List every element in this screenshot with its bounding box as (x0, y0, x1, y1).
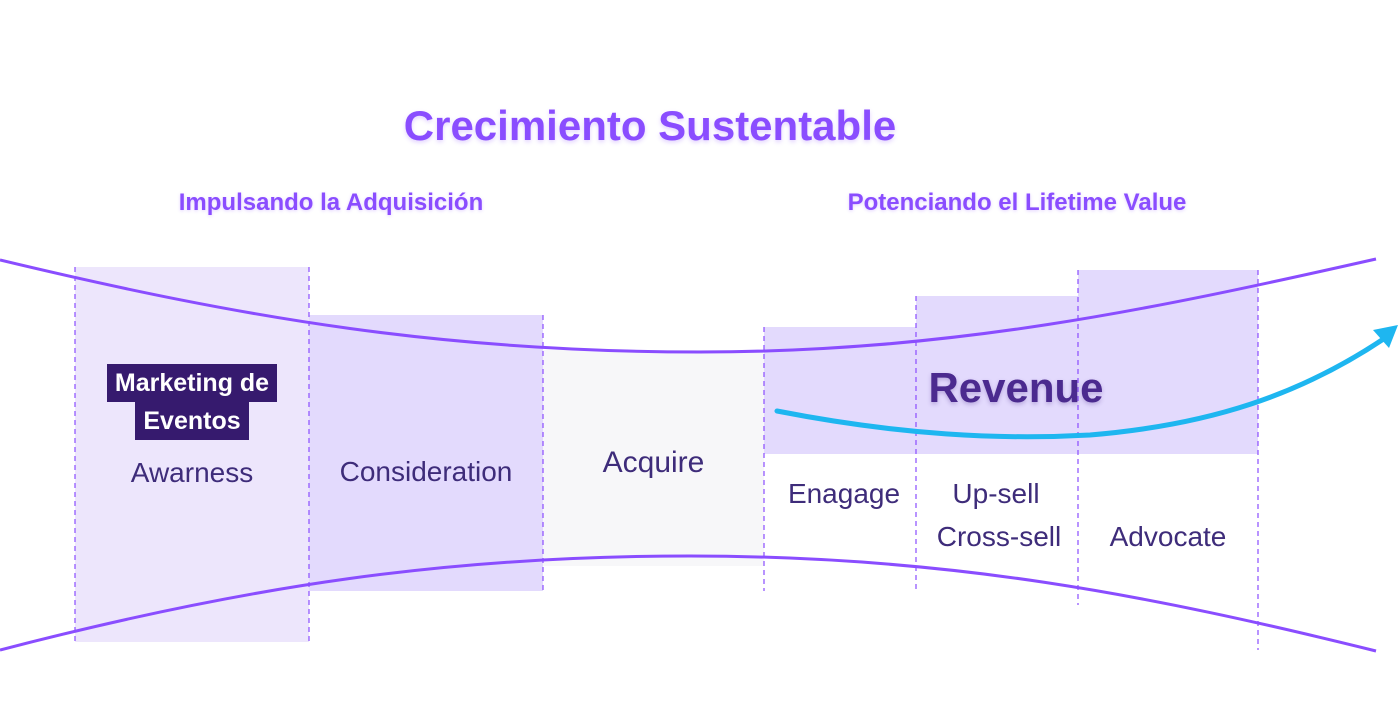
top-funnel-curve (0, 257, 1377, 354)
stage-label-consideration: Consideration (339, 456, 513, 487)
revenue-arrow-line (774, 335, 1388, 440)
stage-label-acquire: Acquire (602, 446, 705, 479)
diagram-title: Crecimiento Sustentable (403, 102, 897, 149)
events-badge-line1: Marketing de (106, 364, 278, 402)
upsell-box (916, 296, 1078, 454)
events-marketing-badge: Marketing de Eventos (92, 364, 292, 440)
stage-label-engage: Enagage (787, 478, 901, 509)
awarness-box (75, 267, 309, 642)
acquire-box (543, 350, 764, 566)
acquisition-section-label: Impulsando la Adquisición (178, 189, 484, 216)
bottom-funnel-curve (0, 554, 1377, 653)
stage-label-crosssell: Cross-sell (936, 521, 1062, 552)
stage-label-upsell: Up-sell (952, 478, 1040, 509)
stage-label-awarness: Awarness (130, 457, 254, 488)
consideration-box (309, 315, 543, 591)
stage-label-advocate: Advocate (1109, 521, 1227, 552)
revenue-arrow-head (1373, 325, 1398, 348)
stage-separators (74, 267, 1259, 650)
events-badge-line2: Eventos (135, 402, 249, 440)
lifetime-value-section-label: Potenciando el Lifetime Value (847, 189, 1187, 216)
revenue-label: Revenue (928, 364, 1104, 411)
